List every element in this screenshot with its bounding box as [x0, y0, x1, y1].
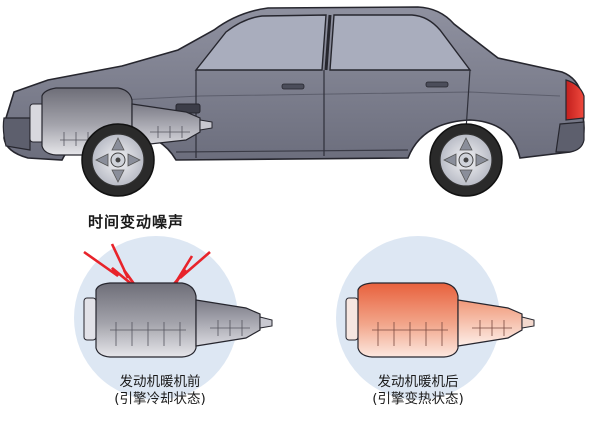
after-warmup-subtitle: (引擎变热状态)	[372, 391, 464, 407]
front-wheel	[81, 123, 155, 197]
before-warmup-subtitle: (引擎冷却状态)	[114, 391, 206, 407]
car-illustration	[2, 6, 585, 197]
rear-bumper	[555, 121, 585, 153]
cold-engine-group	[74, 236, 273, 400]
front-door-handle	[281, 83, 305, 90]
front-bumper	[2, 117, 31, 151]
noise-label: 时间变动噪声	[88, 213, 185, 231]
rear-window	[329, 14, 472, 71]
rear-door-handle	[425, 81, 449, 88]
door-lines	[195, 69, 471, 158]
hot-engine	[345, 282, 535, 358]
cold-engine	[83, 282, 273, 358]
rear-wheel	[429, 123, 503, 197]
before-warmup-caption: 发动机暖机前 (引擎冷却状态)	[60, 374, 260, 408]
after-warmup-caption: 发动机暖机后 (引擎变热状态)	[318, 374, 518, 408]
before-warmup-title: 发动机暖机前	[119, 374, 201, 390]
tail-light	[565, 79, 585, 121]
hot-engine-group	[336, 236, 535, 400]
front-window	[194, 14, 327, 71]
after-warmup-title: 发动机暖机后	[377, 374, 459, 390]
